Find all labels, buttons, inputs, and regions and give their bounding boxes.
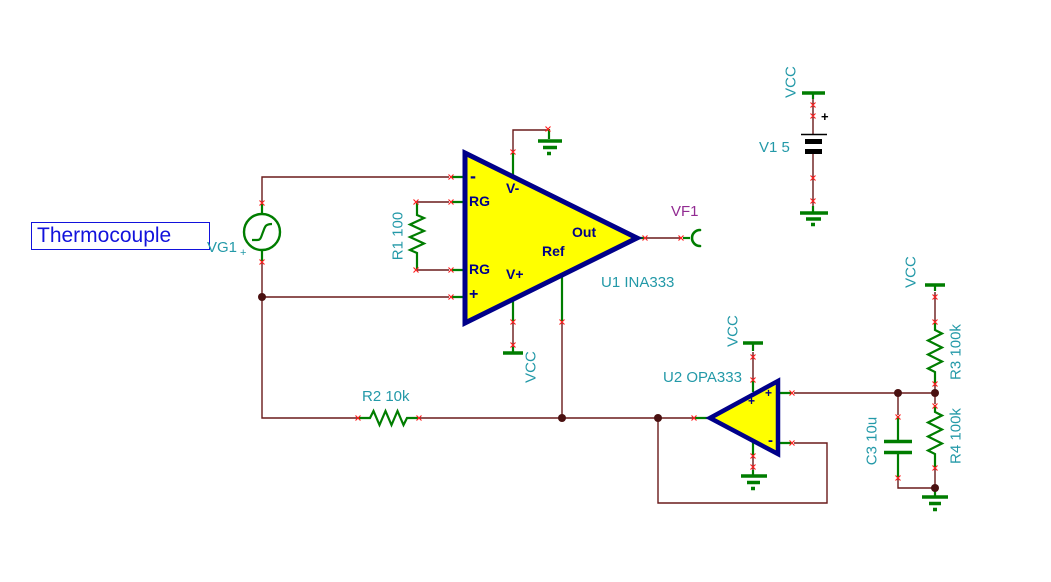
u1-pin-noninv: + — [469, 286, 479, 303]
vg1-waveform-icon — [252, 222, 273, 242]
u1-label[interactable]: U1 INA333 — [601, 274, 675, 291]
u1-ina333-symbol[interactable] — [452, 148, 644, 328]
u1-pin-ref: Ref — [542, 243, 565, 259]
v1-label[interactable]: V1 5 — [759, 139, 790, 156]
u1-pin-inv: - — [470, 166, 476, 186]
r1-resistor-symbol[interactable] — [407, 203, 427, 269]
u1-pin-rg-top: RG — [469, 193, 490, 209]
vg1-source-symbol[interactable] — [242, 204, 282, 261]
u2-pin-power: + — [748, 394, 756, 408]
terminal-x-marks — [259, 102, 938, 481]
r4-resistor-symbol[interactable] — [925, 405, 945, 467]
thermocouple-annotation-text: Thermocouple — [37, 224, 172, 247]
u2-opa333-symbol[interactable] — [695, 377, 791, 458]
vg1-circle[interactable] — [242, 212, 282, 252]
r3-resistor-symbol[interactable] — [925, 323, 945, 384]
ground-symbols[interactable] — [538, 129, 948, 512]
thermocouple-annotation[interactable]: Thermocouple — [31, 222, 210, 250]
u2-pin-inv: - — [768, 432, 773, 449]
u1-pin-vminus: V- — [506, 180, 520, 196]
vf1-probe-symbol[interactable] — [683, 228, 702, 248]
u1-pin-vplus: V+ — [506, 266, 524, 282]
u1-pin-rg-bot: RG — [469, 261, 490, 277]
u2-label[interactable]: U2 OPA333 — [663, 369, 742, 386]
r2-resistor-symbol[interactable] — [359, 408, 418, 428]
u2-pin-noninv: + — [765, 386, 773, 400]
r2-label[interactable]: R2 10k — [362, 388, 410, 405]
u2-opamp-triangle[interactable] — [705, 377, 781, 458]
wires[interactable] — [261, 99, 936, 504]
vg1-polarity-mark: + — [240, 247, 247, 259]
v1-polarity-mark: + — [821, 109, 829, 124]
u1-pin-out: Out — [572, 224, 597, 240]
c3-capacitor-symbol[interactable] — [884, 416, 912, 477]
vg1-label[interactable]: VG1 — [207, 239, 238, 256]
u1-opamp-triangle[interactable] — [462, 148, 643, 328]
vcc-rail-symbols[interactable] — [503, 91, 945, 355]
wire-segments[interactable] — [261, 99, 936, 504]
v1-battery-symbol[interactable] — [801, 133, 827, 154]
junction-dots — [258, 293, 939, 492]
vf1-label[interactable]: VF1 — [671, 203, 699, 220]
